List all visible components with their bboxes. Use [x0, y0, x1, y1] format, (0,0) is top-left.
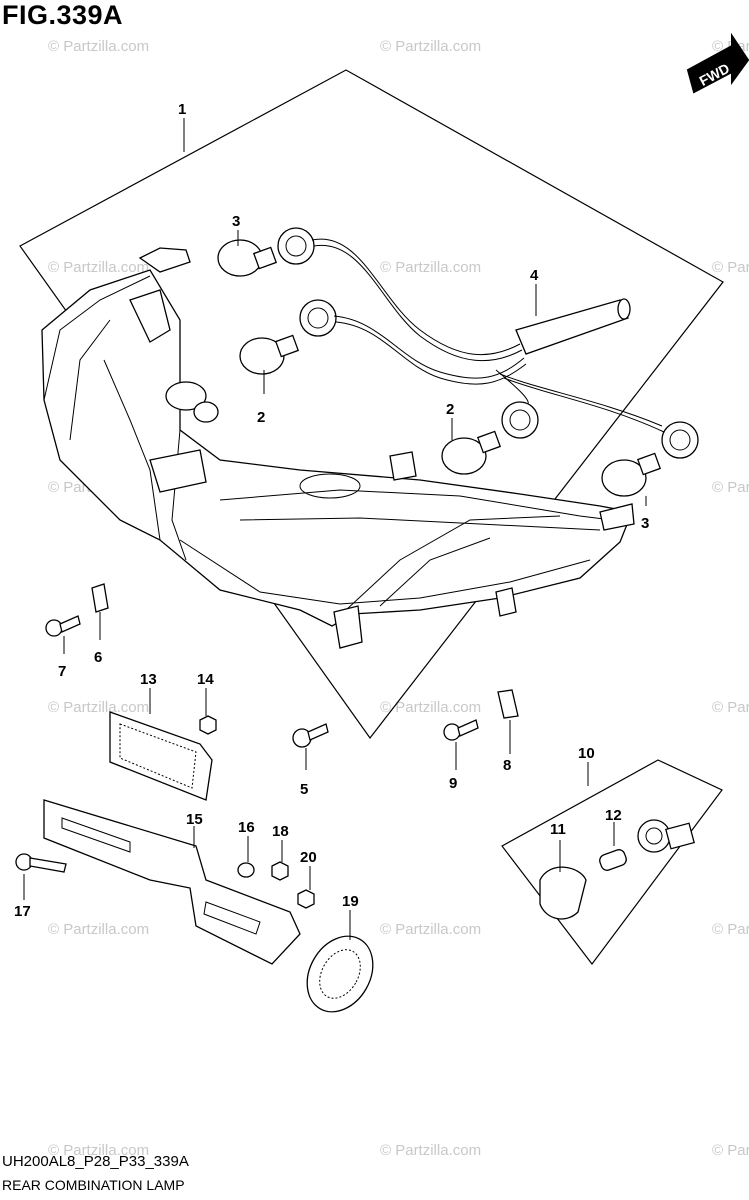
- watermark: © Partzilla.com: [712, 699, 749, 716]
- callout-label: 17: [14, 903, 31, 920]
- reflector-part-13: [109, 711, 213, 801]
- screw-part-5: [292, 723, 329, 748]
- figure-title: FIG.339A: [2, 0, 124, 30]
- small-bulb-part-12: [599, 849, 627, 871]
- lamp-housing: [41, 247, 635, 649]
- watermark: © Partzilla.com: [48, 921, 149, 938]
- nut-part-18: [271, 861, 289, 881]
- callout-label: 16: [238, 819, 255, 836]
- callout-label: 14: [197, 671, 214, 688]
- clip-part-8: [497, 689, 519, 719]
- nut-part-14: [199, 715, 217, 735]
- watermark: © Partzilla.com: [380, 259, 481, 276]
- callout-label: 20: [300, 849, 317, 866]
- nut-part-20: [297, 889, 315, 909]
- socket-icon: [277, 227, 315, 265]
- bulb-cover-part-11: [539, 866, 587, 920]
- reflector-part-19: [306, 935, 374, 1013]
- callout-label: 3: [232, 213, 240, 230]
- bulb-icon: [601, 452, 662, 497]
- wire-harness: [311, 238, 665, 433]
- callout-labels: 1 2 2 3 3 4 5 6 7 8 9 10 11 12 13 14 15 …: [14, 101, 649, 920]
- callout-label: 4: [530, 267, 539, 284]
- watermark: © Partzilla.com: [712, 921, 749, 938]
- watermark: © Partzilla.com: [380, 38, 481, 55]
- watermark: © Partzilla.com: [712, 479, 749, 496]
- socket-assembly-outline: [501, 759, 723, 965]
- watermark: © Partzilla.com: [380, 699, 481, 716]
- callout-label: 19: [342, 893, 359, 910]
- callout-label: 2: [446, 401, 454, 418]
- bolt-part-17: [15, 853, 67, 873]
- socket-icon: [661, 421, 699, 459]
- diagram-code: UH200AL8_P28_P33_339A: [2, 1153, 189, 1170]
- bulb-icon: [239, 334, 300, 375]
- callout-label: 18: [272, 823, 289, 840]
- watermark: © Partzilla.com: [48, 1142, 149, 1159]
- callout-label: 5: [300, 781, 308, 798]
- callout-label: 6: [94, 649, 102, 666]
- socket-part-10: [637, 819, 695, 853]
- callout-label: 2: [257, 409, 265, 426]
- bulb-icon: [217, 239, 278, 277]
- screw-part-9: [443, 719, 479, 741]
- screw-part-7: [45, 615, 81, 637]
- clip-part-6: [91, 583, 109, 613]
- watermark: © Partzilla.com: [712, 1142, 749, 1159]
- callout-label: 8: [503, 757, 511, 774]
- leader-lines: [23, 118, 647, 940]
- socket-icon: [299, 299, 337, 337]
- callout-label: 7: [58, 663, 66, 680]
- socket-icon: [501, 401, 539, 439]
- watermark: © Partzilla.com: [48, 259, 149, 276]
- watermark: © Partzilla.com: [712, 259, 749, 276]
- callout-label: 9: [449, 775, 457, 792]
- bracket-part-15: [43, 799, 301, 965]
- watermark: © Partzilla.com: [380, 921, 481, 938]
- callout-label: 15: [186, 811, 203, 828]
- callout-label: 13: [140, 671, 157, 688]
- callout-label: 3: [641, 515, 649, 532]
- washer-part-16: [237, 862, 255, 878]
- callout-label: 11: [550, 821, 566, 838]
- watermark: © Partzilla.com: [380, 1142, 481, 1159]
- callout-label: 10: [578, 745, 595, 762]
- bulb-icon: [441, 430, 502, 475]
- callout-label: 1: [178, 101, 186, 118]
- watermark: © Partzilla.com: [48, 699, 149, 716]
- diagram-name: REAR COMBINATION LAMP: [2, 1177, 185, 1193]
- callout-label: 12: [605, 807, 622, 824]
- watermark: © Partzilla.com: [48, 38, 149, 55]
